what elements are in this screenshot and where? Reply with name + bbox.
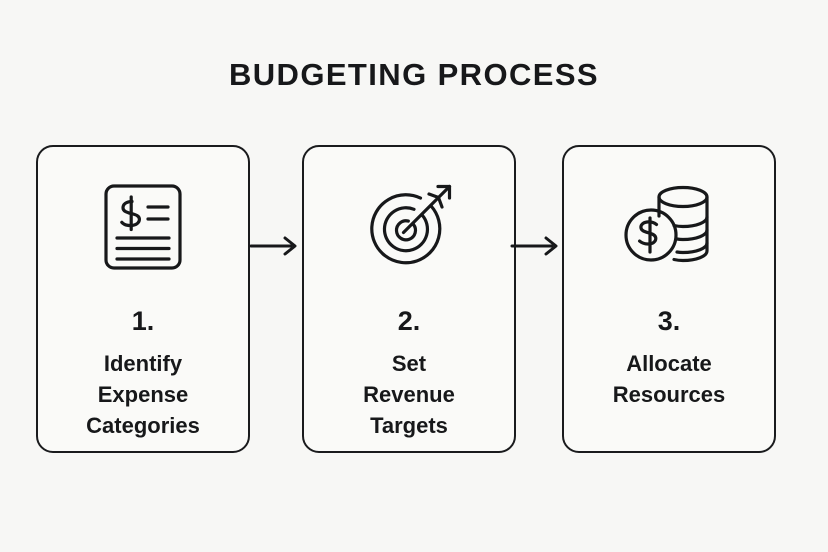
step-number-2: 2. (397, 306, 421, 336)
process-step-card-2[interactable]: 2. Set Revenue Targets (302, 145, 516, 453)
arrow-right-icon (249, 231, 303, 261)
arrow-right-icon (510, 231, 564, 261)
process-step-card-3[interactable]: 3. Allocate Resources (562, 145, 776, 453)
step-label-3: Allocate Resources (612, 350, 726, 407)
coin-stack-icon (621, 183, 717, 271)
target-arrow-icon (363, 183, 455, 271)
page-title: BUDGETING PROCESS (228, 57, 599, 92)
step-number-1: 1. (131, 306, 155, 336)
step-label-1: Identify Expense Categories (86, 350, 200, 439)
process-step-card-1[interactable]: 1. Identify Expense Categories (36, 145, 250, 453)
step-number-3: 3. (657, 306, 681, 336)
step-label-2: Set Revenue Targets (363, 350, 455, 439)
document-dollar-icon (103, 183, 183, 271)
